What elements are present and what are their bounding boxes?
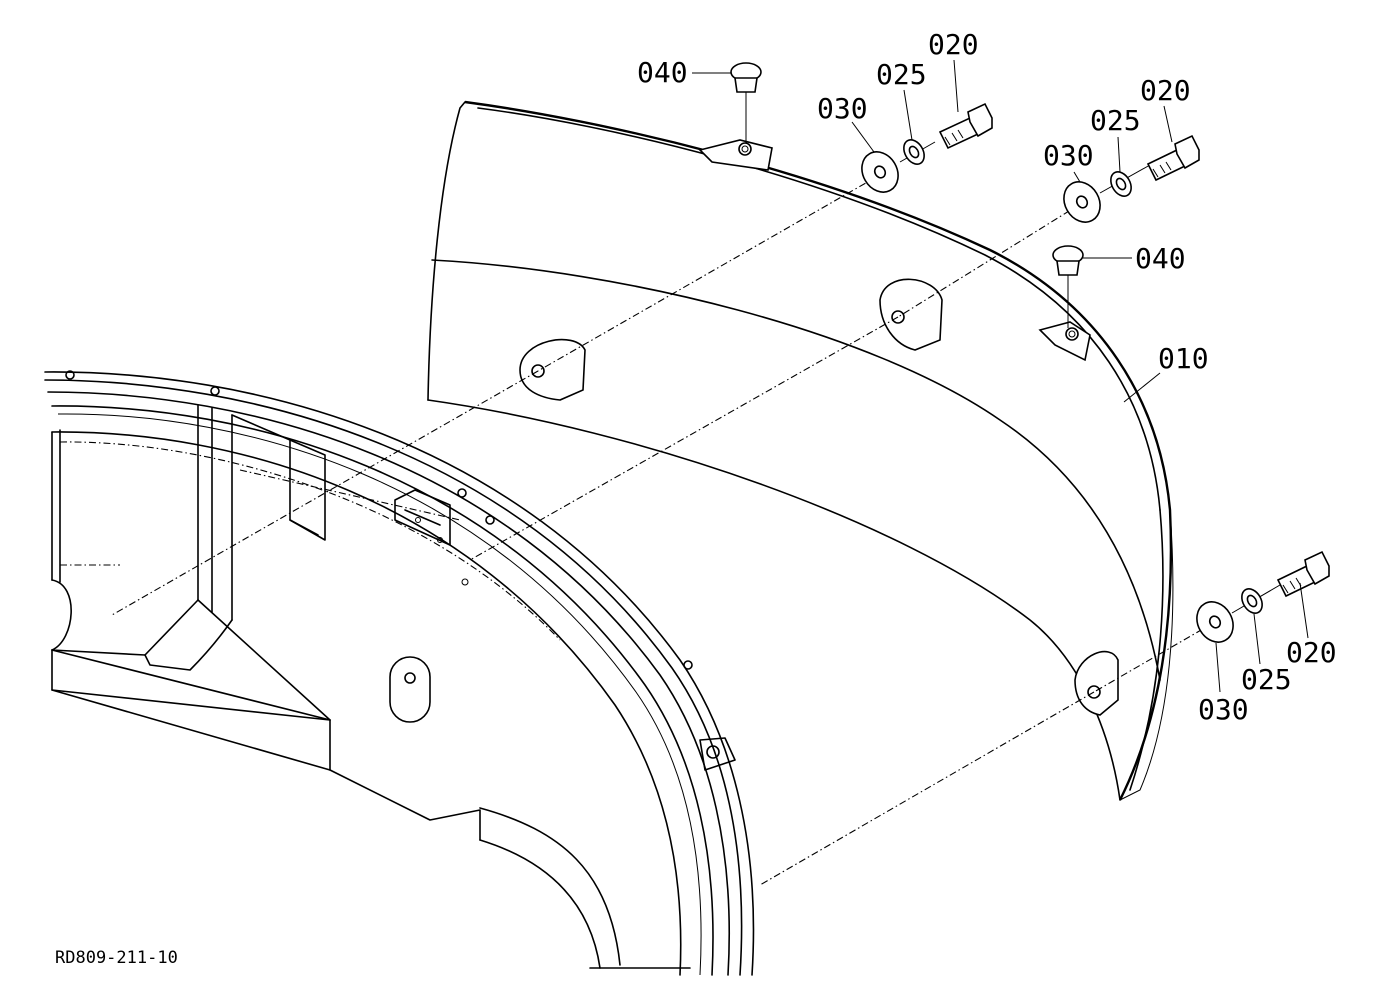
alignment-lines [111, 141, 1281, 886]
washer-030-bottom [1196, 601, 1234, 643]
cover-panel-010 [427, 100, 1174, 801]
washer-030-mid [1063, 181, 1101, 223]
drawing-code: RD809-211-10 [55, 948, 178, 968]
bolt-020-top [938, 102, 993, 150]
lockwasher-025-bottom [1241, 588, 1263, 614]
plug-040-mid [1052, 245, 1084, 328]
bolt-020-bottom [1276, 550, 1330, 598]
callout-020-mid: 020 [1140, 74, 1191, 107]
leader-lines [692, 59, 1309, 693]
callout-040-mid: 040 [1135, 242, 1186, 275]
callout-030-top: 030 [817, 92, 868, 125]
callout-040-top: 040 [637, 56, 688, 89]
washer-030-top [861, 151, 899, 193]
callout-020-top: 020 [928, 28, 979, 61]
callout-030-mid: 030 [1043, 139, 1094, 172]
bolt-020-mid [1146, 134, 1200, 182]
callout-025-bottom: 025 [1241, 663, 1292, 696]
callout-010: 010 [1158, 342, 1209, 375]
lockwasher-025-top [903, 139, 925, 165]
callout-020-bottom: 020 [1286, 636, 1337, 669]
lockwasher-025-mid [1110, 171, 1132, 197]
callout-labels: 040 030 025 020 030 025 020 040 010 020 … [637, 28, 1337, 726]
callout-025-mid: 025 [1090, 104, 1141, 137]
fender-housing [44, 370, 755, 976]
plug-040-top [730, 62, 762, 143]
callout-030-bottom: 030 [1198, 693, 1249, 726]
callout-025-top: 025 [876, 58, 927, 91]
